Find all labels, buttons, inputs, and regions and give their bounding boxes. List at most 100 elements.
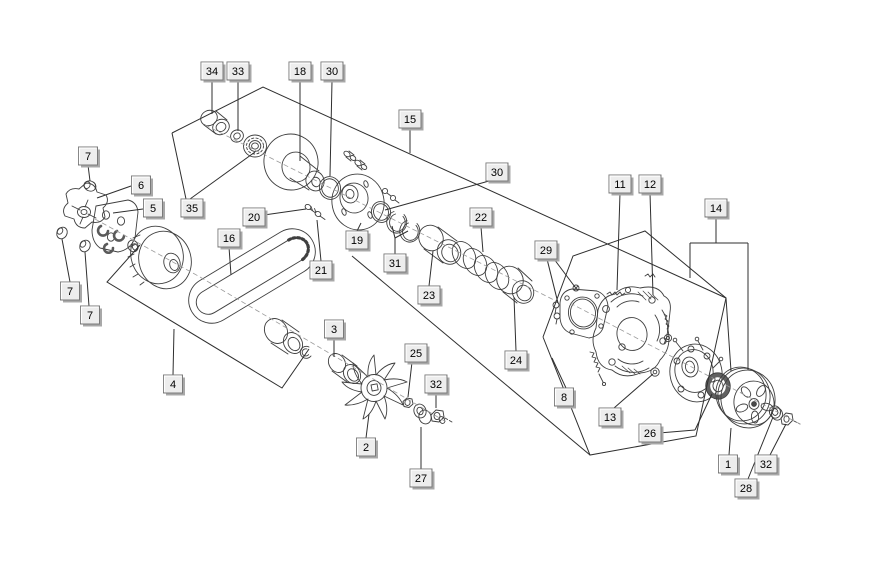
leader-line-26 (658, 429, 696, 434)
callout-5[interactable]: 5 (143, 198, 166, 220)
roller-weight-icon (83, 180, 97, 192)
callout-34[interactable]: 34 (200, 61, 226, 83)
callout-35[interactable]: 35 (180, 198, 206, 220)
callout-number: 8 (561, 392, 567, 404)
leader-line-31 (394, 230, 409, 239)
callout-number: 16 (223, 233, 235, 245)
callout-number: 33 (232, 66, 244, 78)
callout-31[interactable]: 31 (383, 253, 409, 275)
spring-collar-24 (496, 265, 535, 304)
leader-line-7 (84, 251, 90, 307)
leader-line-6 (96, 185, 132, 199)
callout-number: 32 (430, 379, 442, 391)
leader-line-4 (172, 328, 175, 376)
callout-27[interactable]: 27 (409, 468, 435, 490)
callout-4[interactable]: 4 (163, 374, 186, 396)
callout-20[interactable]: 20 (242, 207, 268, 229)
bushing-34 (200, 109, 230, 136)
callout-30[interactable]: 30 (320, 61, 346, 83)
group-boundary-lines (106, 86, 749, 456)
callout-number: 13 (604, 412, 616, 424)
callout-8[interactable]: 8 (554, 387, 577, 409)
callout-15[interactable]: 15 (398, 109, 424, 131)
gasket-bolts (552, 284, 580, 325)
callout-number: 15 (404, 114, 416, 126)
callout-2[interactable]: 2 (356, 437, 379, 459)
callout-14[interactable]: 14 (704, 198, 730, 220)
circlip-icon (299, 345, 312, 359)
crank-roller (263, 318, 304, 355)
group-4-boundary (106, 244, 310, 389)
callout-28[interactable]: 28 (734, 478, 760, 500)
callout-11[interactable]: 11 (608, 174, 634, 196)
leader-line-26 (694, 393, 713, 431)
pulley-hub-18 (263, 133, 325, 192)
leader-line-31 (391, 225, 396, 239)
leader-line-13 (613, 373, 654, 409)
group-15-lower-edge (351, 255, 591, 456)
nut-icon (430, 409, 453, 424)
callout-3[interactable]: 3 (324, 319, 347, 341)
leader-line-22 (480, 226, 484, 253)
clutch-drive-plate (669, 336, 724, 403)
callout-7[interactable]: 7 (60, 281, 83, 303)
callout-number: 7 (85, 151, 91, 163)
callout-number: 12 (644, 179, 656, 191)
callout-22[interactable]: 22 (469, 207, 495, 229)
callout-24[interactable]: 24 (504, 350, 530, 372)
callout-number: 24 (510, 355, 522, 367)
callout-12[interactable]: 12 (638, 174, 664, 196)
washer-icon (413, 403, 432, 425)
callout-16[interactable]: 16 (217, 228, 243, 250)
callout-21[interactable]: 21 (309, 260, 335, 282)
callout-1[interactable]: 1 (718, 454, 741, 476)
leader-line-7 (61, 238, 71, 283)
callout-7[interactable]: 7 (80, 305, 103, 327)
leader-line-23 (428, 250, 434, 287)
callout-23[interactable]: 23 (417, 285, 443, 307)
callout-number: 4 (170, 379, 176, 391)
ramp-plate (91, 199, 139, 254)
variator-spider (63, 182, 108, 229)
callout-29[interactable]: 29 (534, 240, 560, 262)
callout-33[interactable]: 33 (226, 61, 252, 83)
washer-33 (230, 129, 244, 143)
leader-line-35 (189, 151, 256, 200)
gasket-plate (559, 288, 609, 339)
spring-22 (451, 241, 510, 290)
leader-line-29 (553, 258, 576, 288)
screw-icon (381, 187, 400, 204)
leader-line-32 (769, 423, 787, 456)
callout-number: 22 (475, 212, 487, 224)
leader-line-19 (356, 222, 362, 232)
callout-number: 3 (331, 324, 337, 336)
callout-32[interactable]: 32 (424, 374, 450, 396)
callout-number: 18 (294, 66, 306, 78)
callout-26[interactable]: 26 (638, 423, 664, 445)
callout-25[interactable]: 25 (404, 343, 430, 365)
sliding-sleeve-23 (418, 224, 462, 265)
callout-number: 31 (389, 258, 401, 270)
callout-32[interactable]: 32 (754, 454, 780, 476)
spacer-sleeve (327, 353, 362, 384)
callout-18[interactable]: 18 (288, 61, 314, 83)
callout-19[interactable]: 19 (345, 230, 371, 252)
callout-30[interactable]: 30 (485, 162, 511, 184)
callout-13[interactable]: 13 (598, 407, 624, 429)
driven-pulley-axis (204, 124, 557, 302)
callout-7[interactable]: 7 (78, 146, 101, 168)
leader-line-25 (407, 361, 413, 398)
callout-6[interactable]: 6 (131, 175, 154, 197)
leader-line-12 (649, 192, 654, 296)
leader-line-2 (365, 413, 370, 439)
leader-line-29 (546, 258, 559, 304)
callout-number: 2 (363, 442, 369, 454)
leader-lines (61, 80, 787, 480)
clutch-bell (715, 366, 776, 429)
leader-line-16 (228, 246, 232, 276)
bearing-35 (243, 134, 267, 158)
callout-number: 28 (740, 483, 752, 495)
pulley-bushing (127, 239, 139, 253)
